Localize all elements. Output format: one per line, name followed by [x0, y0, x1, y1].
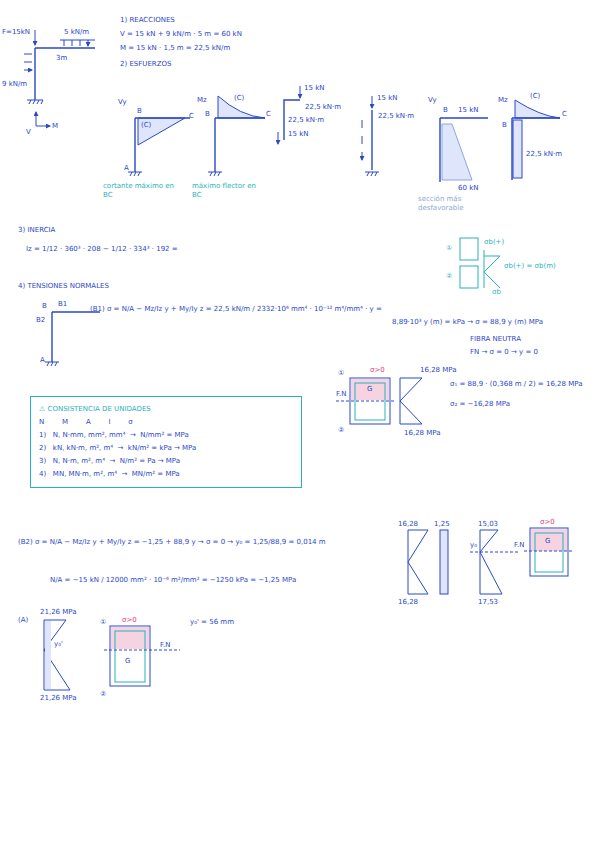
label-text: F.N: [160, 641, 170, 650]
label-text: ①: [338, 369, 344, 378]
label-text: 1) REACCIONES: [120, 16, 175, 25]
label-text: G: [125, 657, 130, 666]
label-text: 22,5 kN·m: [288, 116, 324, 125]
label-text: FN → σ = 0 → y = 0: [470, 348, 538, 357]
label-text: σb: [492, 288, 501, 297]
label-text: y₀': [54, 640, 63, 649]
units-row: 2) kN, kN·m, m², m⁴ → kN/m² = kPa → MPa: [39, 442, 293, 455]
label-text: (C): [234, 94, 244, 103]
label-text: 15 kN: [288, 130, 308, 139]
label-text: Vy: [428, 96, 437, 105]
label-text: cortante máximo en BC: [103, 182, 175, 200]
label-text: σb(+) = σb(m): [504, 262, 556, 271]
label-text: 16,28 MPa: [420, 366, 457, 375]
label-text: σ>0: [540, 518, 555, 527]
label-text: F.N: [514, 541, 524, 550]
label-text: B: [137, 107, 142, 116]
label-text: ②: [446, 272, 452, 281]
label-text: FIBRA NEUTRA: [470, 335, 521, 344]
label-text: 15 kN: [458, 106, 478, 115]
label-text: σ₂ = −16,28 MPa: [450, 400, 510, 409]
label-text: C: [189, 112, 194, 121]
label-text: M: [52, 122, 58, 131]
label-text: 16,28: [398, 520, 418, 529]
label-text: M = 15 kN · 1,5 m = 22,5 kN/m: [120, 44, 230, 53]
label-text: ②: [100, 690, 106, 699]
label-text: 21,26 MPa: [40, 608, 77, 617]
box-heading: ⚠ CONSISTENCIA DE UNIDADES: [39, 403, 293, 416]
label-text: 15 kN: [304, 84, 324, 93]
label-text: (A): [18, 616, 28, 625]
label-text: ①: [100, 618, 106, 627]
units-row: N M A I σ: [39, 416, 293, 429]
label-text: B1: [58, 300, 67, 309]
label-text: 60 kN: [458, 184, 478, 193]
label-text: B: [502, 121, 507, 130]
label-text: máximo flector en BC: [192, 182, 264, 200]
label-text: Vy: [118, 98, 127, 107]
label-text: 9 kN/m: [2, 80, 27, 89]
label-text: F=15kN: [2, 28, 30, 37]
label-text: 22,5 kN·m: [378, 112, 414, 121]
label-text: sección más desfavorable: [418, 195, 490, 213]
label-text: 22,5 kN·m: [526, 150, 562, 159]
label-text: B: [205, 110, 210, 119]
label-text: Iz = 1/12 · 360³ · 208 − 1/12 · 334³ · 1…: [26, 245, 178, 254]
label-text: ①: [446, 244, 452, 253]
label-text: 16,28 MPa: [404, 429, 441, 438]
label-text: 5 kN/m: [64, 28, 89, 37]
label-text: σ>0: [122, 616, 137, 625]
label-text: σ₁ = 88,9 · (0,368 m / 2) = 16,28 MPa: [450, 380, 582, 389]
label-text: G: [545, 537, 550, 546]
label-text: Mz: [197, 96, 207, 105]
label-text: (B2) σ = N/A − Mz/Iz y + My/Iy z = −1,25…: [18, 538, 326, 547]
label-text: V: [26, 128, 31, 137]
label-text: B: [443, 106, 448, 115]
label-text: y₀' = 56 mm: [190, 618, 234, 627]
label-text: σb(+): [484, 238, 504, 247]
label-text: (C): [530, 92, 540, 101]
units-row: 4) MN, MN·m, m², m⁴ → MN/m² = MPa: [39, 468, 293, 481]
label-text: ②: [338, 426, 344, 435]
units-row: 3) N, N·m, m², m⁴ → N/m² = Pa → MPa: [39, 455, 293, 468]
label-text: C: [562, 110, 567, 119]
label-text: y₀: [470, 541, 477, 550]
label-text: V = 15 kN + 9 kN/m · 5 m = 60 kN: [120, 30, 242, 39]
label-text: B2: [36, 316, 45, 325]
label-text: 3) INERCIA: [18, 226, 55, 235]
label-text: 16,28: [398, 598, 418, 607]
label-text: 21,26 MPa: [40, 694, 77, 703]
label-text: A: [40, 356, 45, 365]
label-text: 22,5 kN·m: [305, 103, 341, 112]
units-row: 1) N, N·mm, mm², mm⁴ → N/mm² = MPa: [39, 429, 293, 442]
label-text: 15 kN: [377, 94, 397, 103]
label-text: 15,03: [478, 520, 498, 529]
label-text: N/A = −15 kN / 12000 mm² · 10⁻⁶ m²/mm² =…: [50, 576, 296, 585]
label-text: 17,53: [478, 598, 498, 607]
label-text: B: [42, 302, 47, 311]
label-text: 4) TENSIONES NORMALES: [18, 282, 109, 291]
label-text: C: [266, 110, 271, 119]
label-text: (C): [141, 121, 151, 130]
label-text: 3m: [56, 54, 67, 63]
label-text: Mz: [498, 96, 508, 105]
label-text: 8,89·10³ y (m) = kPa → σ = 88,9 y (m) MP…: [392, 318, 543, 327]
label-text: σ>0: [370, 366, 385, 375]
label-text: A: [124, 164, 129, 173]
label-text: (B1) σ = N/A − Mz/Iz y + My/Iy z = 22,5 …: [90, 305, 382, 314]
label-text: F.N: [336, 390, 346, 399]
units-box: ⚠ CONSISTENCIA DE UNIDADESN M A I σ1) N,…: [30, 396, 302, 488]
label-text: 1,25: [434, 520, 450, 529]
label-text: G: [367, 385, 372, 394]
label-text: 2) ESFUERZOS: [120, 60, 171, 69]
